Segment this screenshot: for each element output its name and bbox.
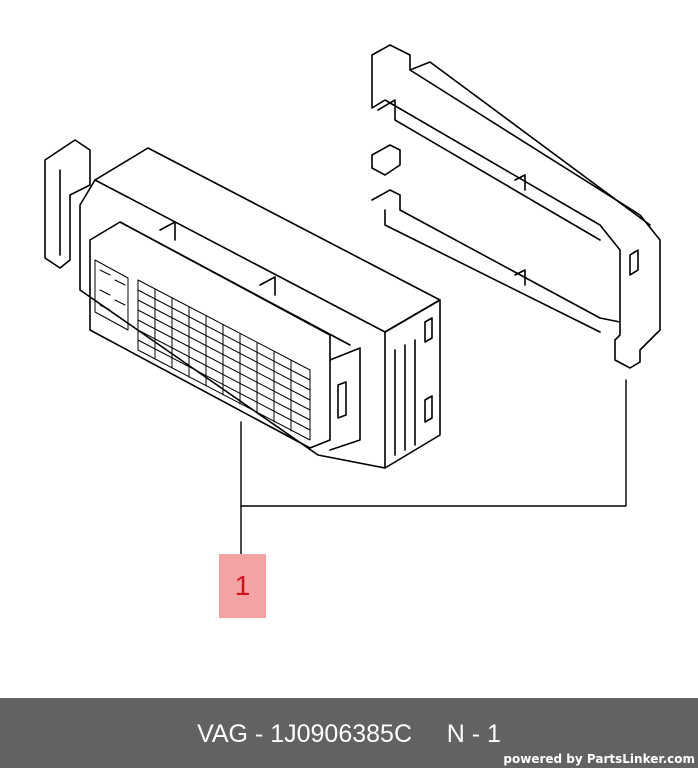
callout-1-badge[interactable]: 1 bbox=[219, 554, 266, 618]
connector-housing bbox=[44, 139, 441, 469]
callout-leader bbox=[240, 379, 627, 555]
connector-drawing bbox=[44, 44, 661, 555]
footer-bar: VAG - 1J0906385C N - 1 powered by PartsL… bbox=[0, 698, 698, 768]
pin-grid bbox=[94, 259, 311, 441]
part-number-caption: VAG - 1J0906385C N - 1 bbox=[197, 720, 501, 748]
powered-by-link[interactable]: powered by PartsLinker.com bbox=[503, 752, 695, 766]
callout-label: 1 bbox=[234, 570, 251, 601]
connector-cover bbox=[371, 44, 661, 369]
